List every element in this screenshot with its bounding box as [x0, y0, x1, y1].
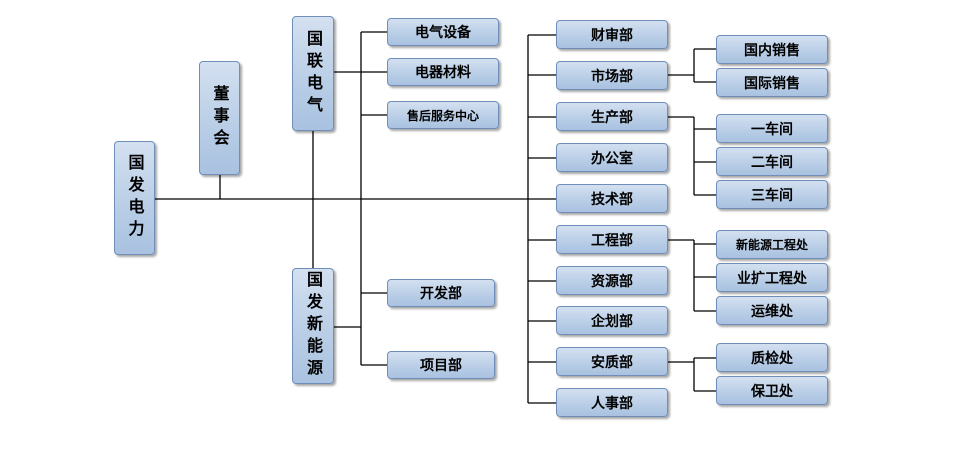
node-department: 企划部	[556, 306, 668, 335]
node-guolian: 国联电气	[292, 16, 334, 131]
node-department: 人事部	[556, 388, 668, 417]
node-engineering-unit: 业扩工程处	[716, 263, 828, 292]
node-guolian-unit: 电气设备	[387, 18, 499, 46]
node-department: 资源部	[556, 266, 668, 295]
node-xinneng: 国发新能源	[292, 268, 334, 384]
node-xinneng-unit: 开发部	[387, 279, 495, 307]
node-department: 财审部	[556, 20, 668, 49]
node-department: 生产部	[556, 102, 668, 131]
node-department: 办公室	[556, 143, 668, 172]
node-department: 市场部	[556, 61, 668, 90]
node-guolian-unit: 售后服务中心	[387, 101, 499, 129]
node-root: 国发电力	[114, 141, 155, 255]
node-department: 工程部	[556, 225, 668, 254]
node-engineering-unit: 运维处	[716, 296, 828, 325]
node-production-unit: 二车间	[716, 147, 828, 176]
node-guolian-unit: 电器材料	[387, 58, 499, 86]
node-board: 董事会	[199, 61, 240, 175]
node-xinneng-unit: 项目部	[387, 351, 495, 379]
node-engineering-unit: 新能源工程处	[716, 230, 828, 259]
node-safety-unit: 保卫处	[716, 376, 828, 405]
node-production-unit: 一车间	[716, 114, 828, 143]
node-safety-unit: 质检处	[716, 343, 828, 372]
node-department: 技术部	[556, 184, 668, 213]
node-department: 安质部	[556, 347, 668, 376]
node-market-unit: 国内销售	[716, 35, 828, 64]
node-production-unit: 三车间	[716, 180, 828, 209]
node-market-unit: 国际销售	[716, 68, 828, 97]
